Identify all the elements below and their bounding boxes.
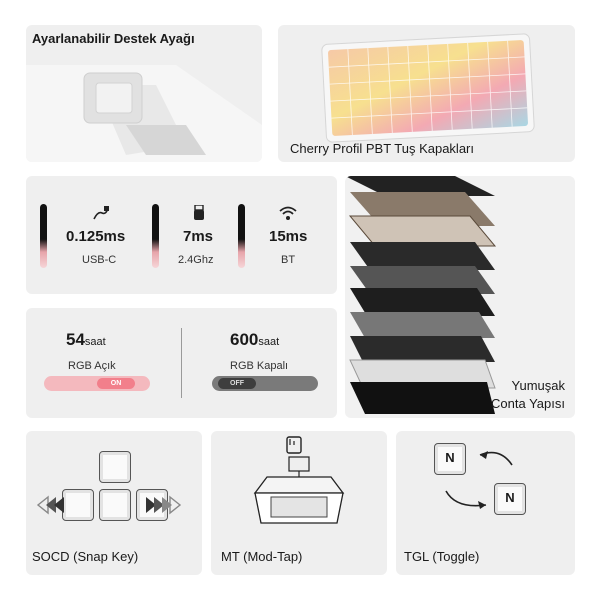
battery-on-hours: 54saat [66, 330, 106, 349]
battery-off-hours: 600saat [230, 330, 280, 349]
gasket-label-line2: Conta Yapısı [491, 396, 565, 411]
latency-label-2g4: 2.4Ghz [178, 254, 214, 266]
rgb-off-toggle[interactable]: OFF [212, 376, 318, 391]
gasket-card: Yumuşak Conta Yapısı [345, 176, 575, 418]
key-down [99, 489, 131, 521]
toggle-card: N N TGL (Toggle) [396, 431, 575, 575]
key-left [62, 489, 94, 521]
rgb-off-toggle-knob: OFF [218, 378, 256, 389]
battery-off-label: RGB Kapalı [230, 360, 289, 372]
battery-on-label: RGB Açık [68, 360, 116, 372]
keycaps-card: Cherry Profil PBT Tuş Kapakları [278, 25, 575, 162]
toggle-key-bottom-letter: N [505, 490, 515, 505]
socd-card: SOCD (Snap Key) [26, 431, 202, 575]
rgb-on-toggle-knob: ON [97, 378, 135, 389]
rgb-on-toggle[interactable]: ON [44, 376, 150, 391]
latency-bar-2g4 [152, 204, 159, 268]
stand-title: Ayarlanabilir Destek Ayağı [32, 31, 195, 46]
latency-bar-bt [238, 204, 245, 268]
stand-foot-illustration [26, 65, 262, 162]
toggle-title: TGL (Toggle) [404, 549, 480, 564]
key-up [99, 451, 131, 483]
snap-arrows-icon [36, 495, 182, 515]
wifi-icon [279, 206, 297, 220]
arrow-keys-icon [26, 431, 202, 531]
latency-card: 0.125ms USB-C 7ms 2.4Ghz 15ms BT [26, 176, 337, 294]
latency-label-usb: USB-C [82, 254, 117, 266]
latency-value-2g4: 7ms [183, 228, 214, 245]
toggle-key-top-letter: N [445, 450, 455, 465]
battery-divider [181, 328, 182, 398]
latency-value-usb: 0.125ms [66, 228, 126, 245]
toggle-key-top: N [434, 443, 466, 475]
latency-bar-usb [40, 204, 47, 268]
exploded-layers-illustration [345, 176, 497, 414]
keyboard-illustration [321, 33, 535, 143]
toggle-keys-icon [445, 451, 513, 509]
switch-press-icon [253, 436, 345, 524]
usb-dongle-icon [194, 205, 204, 220]
gasket-label-line1: Yumuşak [511, 378, 565, 393]
socd-title: SOCD (Snap Key) [32, 549, 139, 564]
modtap-card: MT (Mod-Tap) [211, 431, 387, 575]
toggle-key-bottom: N [494, 483, 526, 515]
stand-card: Ayarlanabilir Destek Ayağı [26, 25, 262, 162]
cable-icon [93, 206, 109, 220]
battery-card: 54saat RGB Açık ON 600saat RGB Kapalı OF… [26, 308, 337, 418]
latency-value-bt: 15ms [269, 228, 308, 245]
keycaps-title: Cherry Profil PBT Tuş Kapakları [290, 141, 474, 156]
latency-label-bt: BT [281, 254, 296, 266]
modtap-title: MT (Mod-Tap) [221, 549, 303, 564]
